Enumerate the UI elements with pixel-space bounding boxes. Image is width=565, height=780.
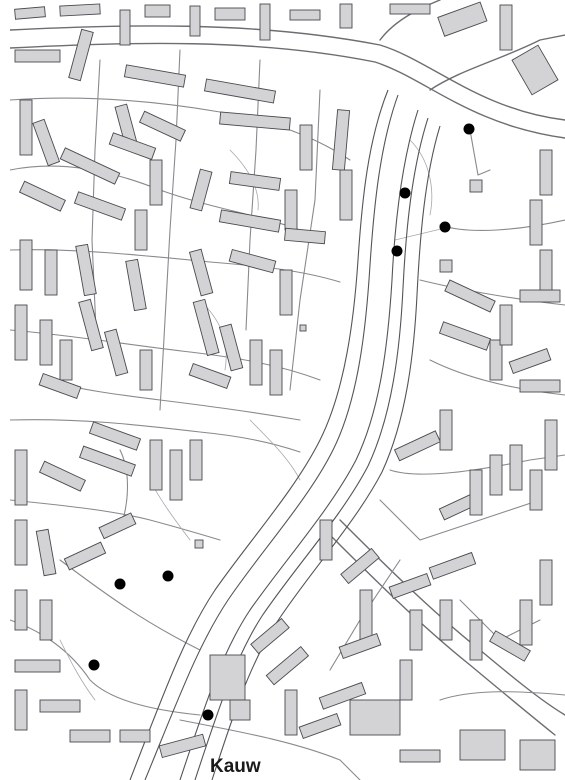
buildings: [14, 1, 561, 771]
observation-dot-icon[interactable]: [391, 245, 403, 257]
observation-dot-icon[interactable]: [399, 187, 411, 199]
river-channel: [129, 89, 441, 780]
left-margin: [0, 0, 10, 780]
observation-dot-icon[interactable]: [162, 570, 174, 582]
observation-dot-icon[interactable]: [114, 578, 126, 590]
observation-dot-icon[interactable]: [202, 709, 214, 721]
observation-points: [88, 123, 475, 721]
observation-dot-icon[interactable]: [463, 123, 475, 135]
observation-dot-icon[interactable]: [88, 659, 100, 671]
observation-dot-icon[interactable]: [439, 221, 451, 233]
species-label: Kauw: [210, 756, 261, 777]
